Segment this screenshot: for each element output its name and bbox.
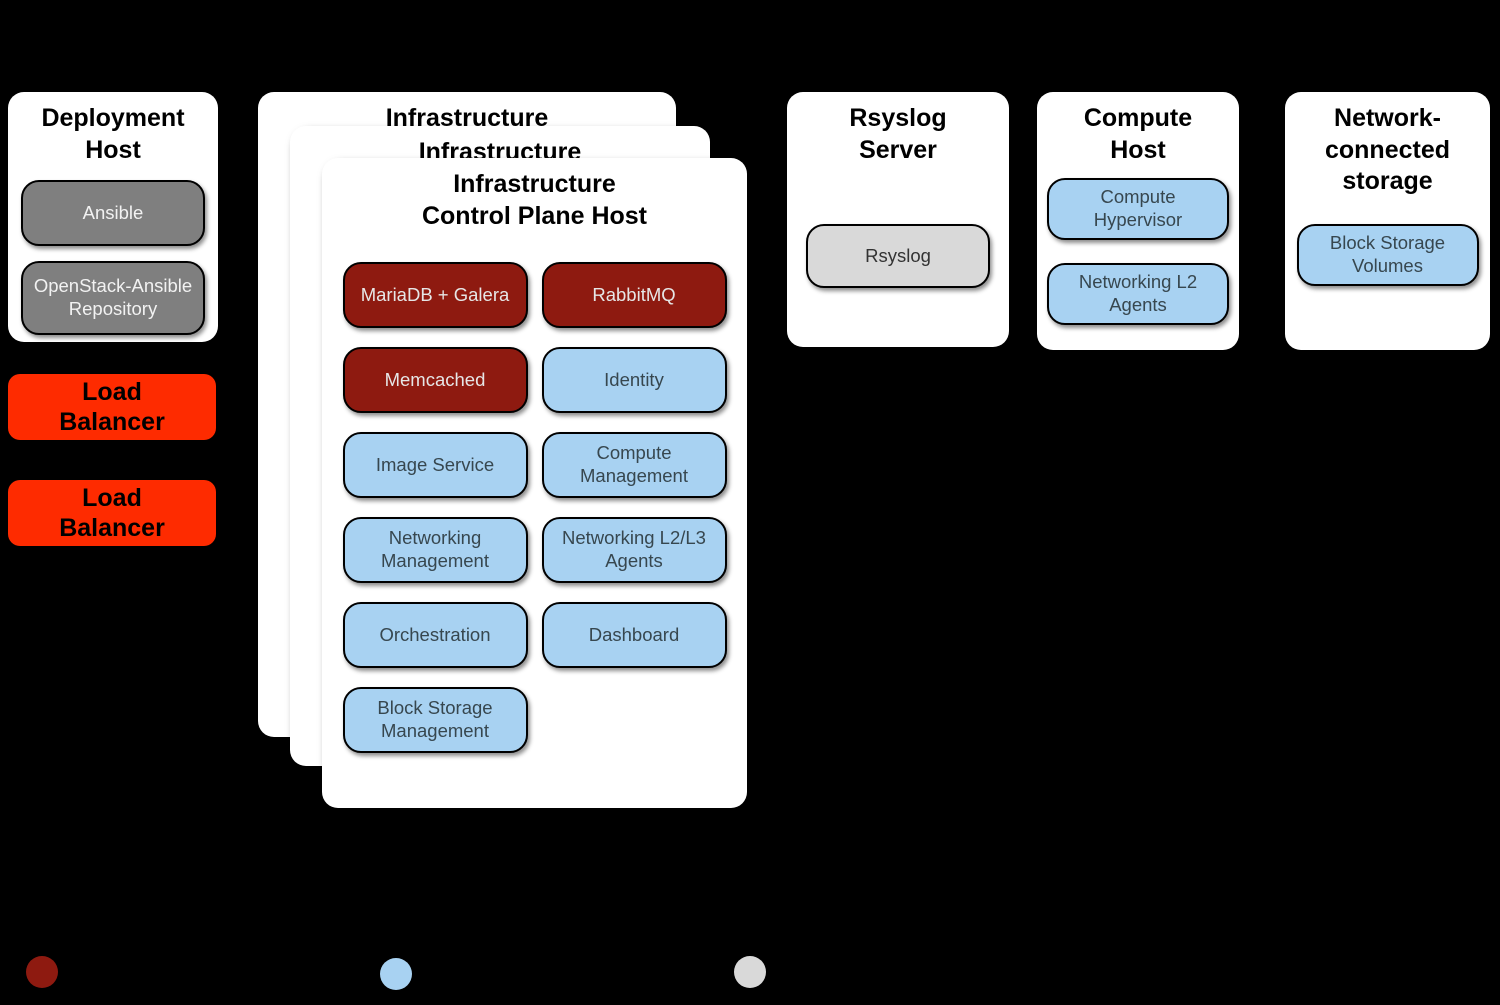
legend-light-gray-dot-icon xyxy=(734,956,766,988)
infrastructure-services-grid: MariaDB + Galera RabbitMQ Memcached Iden… xyxy=(342,262,727,753)
compute-host-card: Compute Host Compute Hypervisor Networki… xyxy=(1037,92,1239,350)
openstack-ansible-repository-box: OpenStack-Ansible Repository xyxy=(21,261,205,335)
deployment-host-card: Deployment Host Ansible OpenStack-Ansibl… xyxy=(8,92,218,342)
orchestration-box: Orchestration xyxy=(342,602,528,668)
legend-light-blue-dot-icon xyxy=(380,958,412,990)
memcached-box: Memcached xyxy=(342,347,528,413)
legend-dark-red-dot-icon xyxy=(26,956,58,988)
deployment-host-title: Deployment Host xyxy=(41,104,185,164)
networking-l2-agents-box: Networking L2 Agents xyxy=(1047,263,1229,325)
network-connected-storage-title: Network- connected storage xyxy=(1324,104,1451,195)
block-storage-management-box: Block Storage Management xyxy=(342,687,528,753)
network-connected-storage-card: Network- connected storage Block Storage… xyxy=(1285,92,1490,350)
load-balancer-box-1: Load Balancer xyxy=(8,374,216,440)
networking-management-box: Networking Management xyxy=(342,517,528,583)
networking-l2-l3-agents-box: Networking L2/L3 Agents xyxy=(541,517,727,583)
infrastructure-control-plane-host-card: Infrastructure Control Plane Host MariaD… xyxy=(322,158,747,808)
rsyslog-server-card: Rsyslog Server Rsyslog xyxy=(787,92,1009,347)
image-service-box: Image Service xyxy=(342,432,528,498)
rsyslog-box: Rsyslog xyxy=(806,224,990,288)
rabbitmq-box: RabbitMQ xyxy=(541,262,727,328)
ansible-box: Ansible xyxy=(21,180,205,246)
load-balancer-box-2: Load Balancer xyxy=(8,480,216,546)
compute-management-box: Compute Management xyxy=(541,432,727,498)
infrastructure-control-plane-host-title: Infrastructure Control Plane Host xyxy=(421,170,647,230)
compute-hypervisor-box: Compute Hypervisor xyxy=(1047,178,1229,240)
mariadb-galera-box: MariaDB + Galera xyxy=(342,262,528,328)
rsyslog-server-title: Rsyslog Server xyxy=(849,104,947,164)
identity-box: Identity xyxy=(541,347,727,413)
block-storage-volumes-box: Block Storage Volumes xyxy=(1296,223,1479,286)
compute-host-title: Compute Host xyxy=(1083,104,1193,164)
dashboard-box: Dashboard xyxy=(541,602,727,668)
